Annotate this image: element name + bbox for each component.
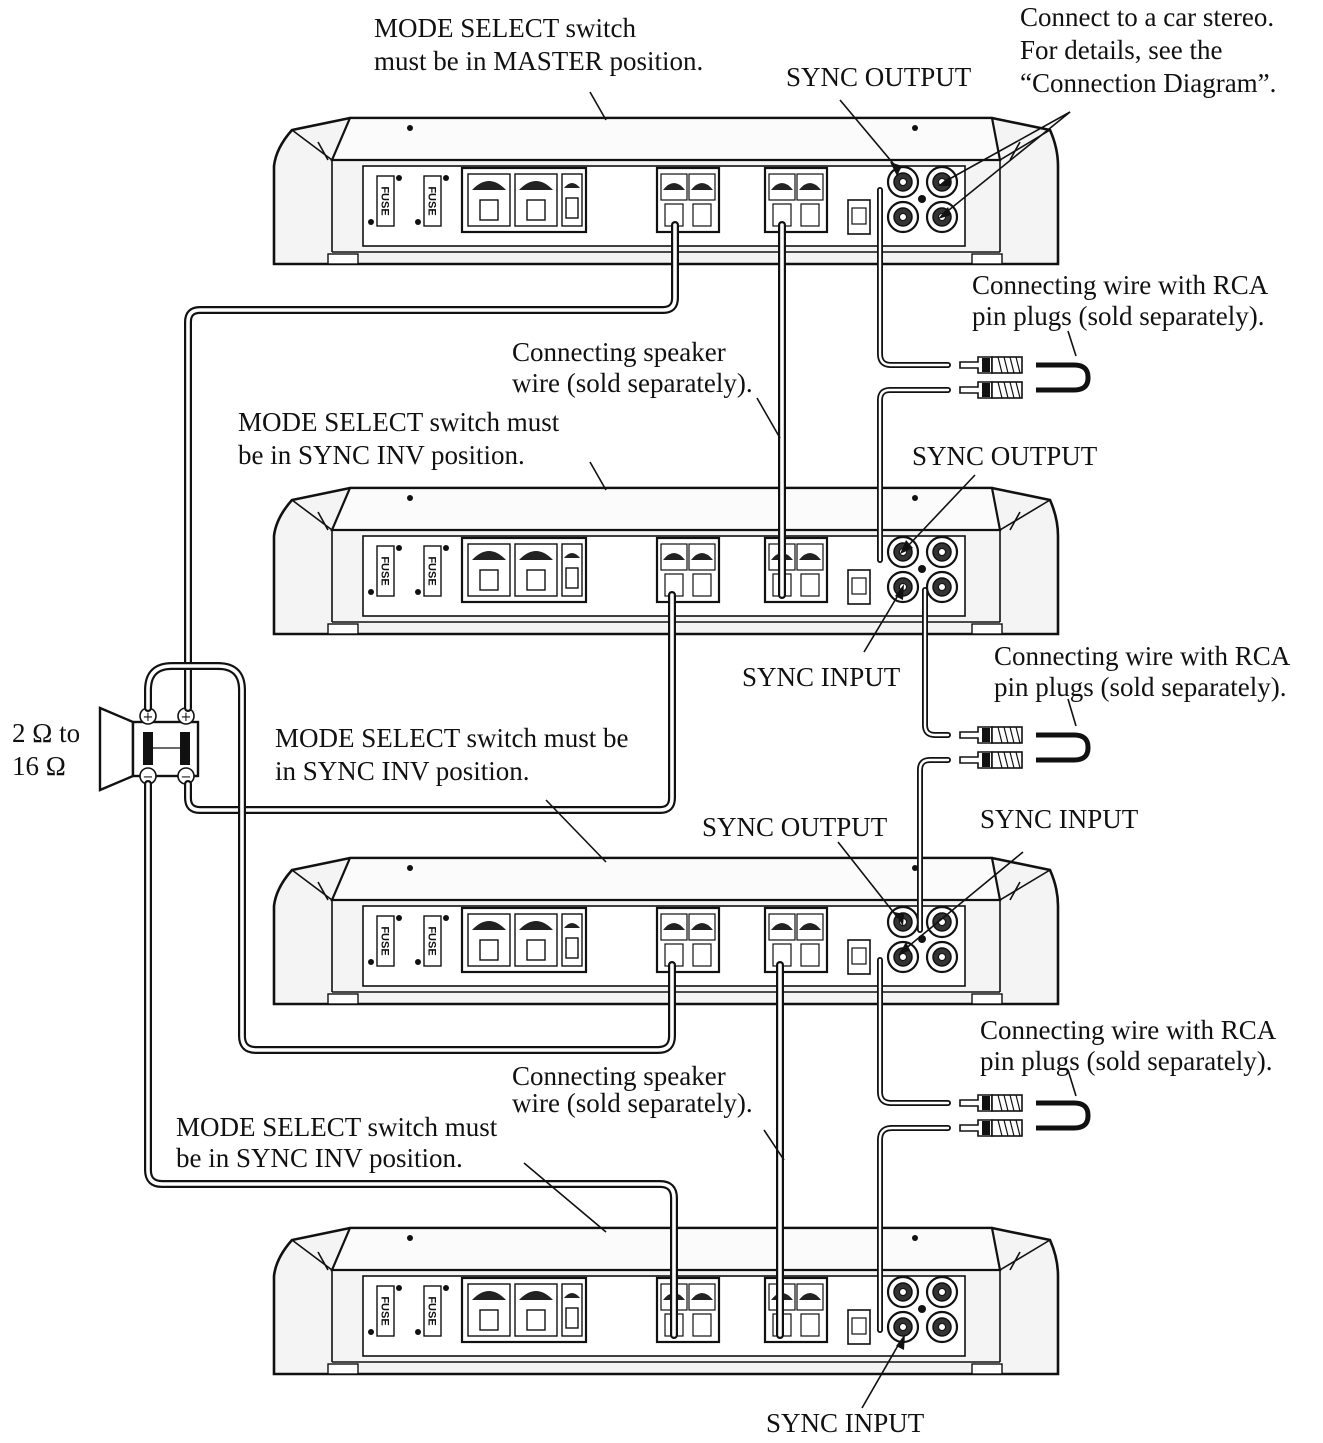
car-stereo-label-line3: “Connection Diagram”.	[1020, 68, 1276, 98]
fuse-label-1: FUSE	[379, 1296, 391, 1325]
sync-jack-icon	[886, 940, 920, 974]
amplifier-4-sync-inv: FUSE FUSE	[272, 1226, 1060, 1376]
rca-jack-icon	[925, 1275, 959, 1309]
rca-wire-label-2-line2: pin plugs (sold separately).	[994, 672, 1286, 702]
fuse-label-1: FUSE	[379, 556, 391, 585]
rca-jack-icon	[925, 940, 959, 974]
fuse-label-2: FUSE	[426, 556, 438, 585]
rca-wire-label-1-line2: pin plugs (sold separately).	[972, 301, 1264, 331]
speaker-polarity-marks: + + − −	[139, 707, 195, 785]
rca-jack-icon	[925, 535, 959, 569]
fuse-label-1: FUSE	[379, 926, 391, 955]
rca-plug-icon	[959, 356, 1023, 374]
master-mode-label-line1: MODE SELECT switch	[374, 13, 636, 43]
fuse-label-2: FUSE	[426, 1296, 438, 1325]
speaker-wire-label-2-line2: wire (sold separately).	[512, 1088, 753, 1118]
rca-plug-icon	[959, 751, 1023, 769]
amp4-mode-label-line1: MODE SELECT switch must	[176, 1112, 498, 1142]
sync-jack-icon	[886, 200, 920, 234]
amplifier-3-sync-inv: FUSE FUSE	[272, 856, 1060, 1006]
fuse-label-2: FUSE	[426, 926, 438, 955]
polarity-plus-1: +	[143, 710, 154, 725]
sync-output-label-3: SYNC OUTPUT	[702, 812, 888, 842]
impedance-label-line2: 16 Ω	[12, 751, 66, 781]
sync-output-label-2: SYNC OUTPUT	[912, 441, 1098, 471]
speaker-wire-label-1-line2: wire (sold separately).	[512, 368, 753, 398]
amp3-mode-label-line1: MODE SELECT switch must be	[275, 723, 629, 753]
sync-jack-icon	[886, 165, 920, 199]
amp2-mode-label-line1: MODE SELECT switch must	[238, 407, 560, 437]
fuse-label-1: FUSE	[379, 186, 391, 215]
car-stereo-label-line2: For details, see the	[1020, 35, 1222, 65]
speaker-wire-label-1-line1: Connecting speaker	[512, 337, 726, 367]
rca-plug-icon	[959, 1094, 1023, 1112]
callout-labels: MODE SELECT switch must be in MASTER pos…	[12, 2, 1291, 1438]
amplifier-2-sync-inv: FUSE FUSE	[272, 486, 1060, 636]
sync-input-label-3: SYNC INPUT	[980, 804, 1139, 834]
rca-jack-icon	[925, 165, 959, 199]
rca-plug-icon	[959, 726, 1023, 744]
amp4-mode-label-line2: be in SYNC INV position.	[176, 1143, 463, 1173]
fuse-label-2: FUSE	[426, 186, 438, 215]
rca-wire-label-3-line1: Connecting wire with RCA	[980, 1015, 1277, 1045]
rca-wire-label-1-line1: Connecting wire with RCA	[972, 270, 1269, 300]
amplifier-1-master: FUSE FUSE	[272, 116, 1060, 266]
amp2-mode-label-line2: be in SYNC INV position.	[238, 440, 525, 470]
speaker-icon	[98, 706, 200, 792]
master-mode-label-line2: must be in MASTER position.	[374, 46, 703, 76]
sync-output-label-1: SYNC OUTPUT	[786, 62, 972, 92]
car-stereo-label-line1: Connect to a car stereo.	[1020, 2, 1274, 32]
sync-jack-icon	[886, 1275, 920, 1309]
amp3-mode-label-line2: in SYNC INV position.	[275, 756, 530, 786]
polarity-plus-2: +	[181, 710, 192, 725]
rca-jack-icon	[925, 905, 959, 939]
rca-wire-label-2-line1: Connecting wire with RCA	[994, 641, 1291, 671]
sync-input-label-2: SYNC INPUT	[742, 662, 901, 692]
rca-wire-label-3-line2: pin plugs (sold separately).	[980, 1046, 1272, 1076]
rca-sync-cables	[877, 187, 1091, 1333]
polarity-minus-1: −	[143, 770, 154, 785]
impedance-label-line1: 2 Ω to	[12, 718, 80, 748]
rca-plug-icon	[959, 1119, 1023, 1137]
rca-jack-icon	[925, 1310, 959, 1344]
sync-input-label-4: SYNC INPUT	[766, 1408, 925, 1438]
speaker-wires	[144, 221, 786, 1339]
leader-lines	[523, 91, 1077, 1409]
speaker-wire-label-2-line1: Connecting speaker	[512, 1061, 726, 1091]
rca-jack-icon	[925, 570, 959, 604]
polarity-minus-2: −	[181, 770, 192, 785]
rca-plug-icon	[959, 381, 1023, 399]
